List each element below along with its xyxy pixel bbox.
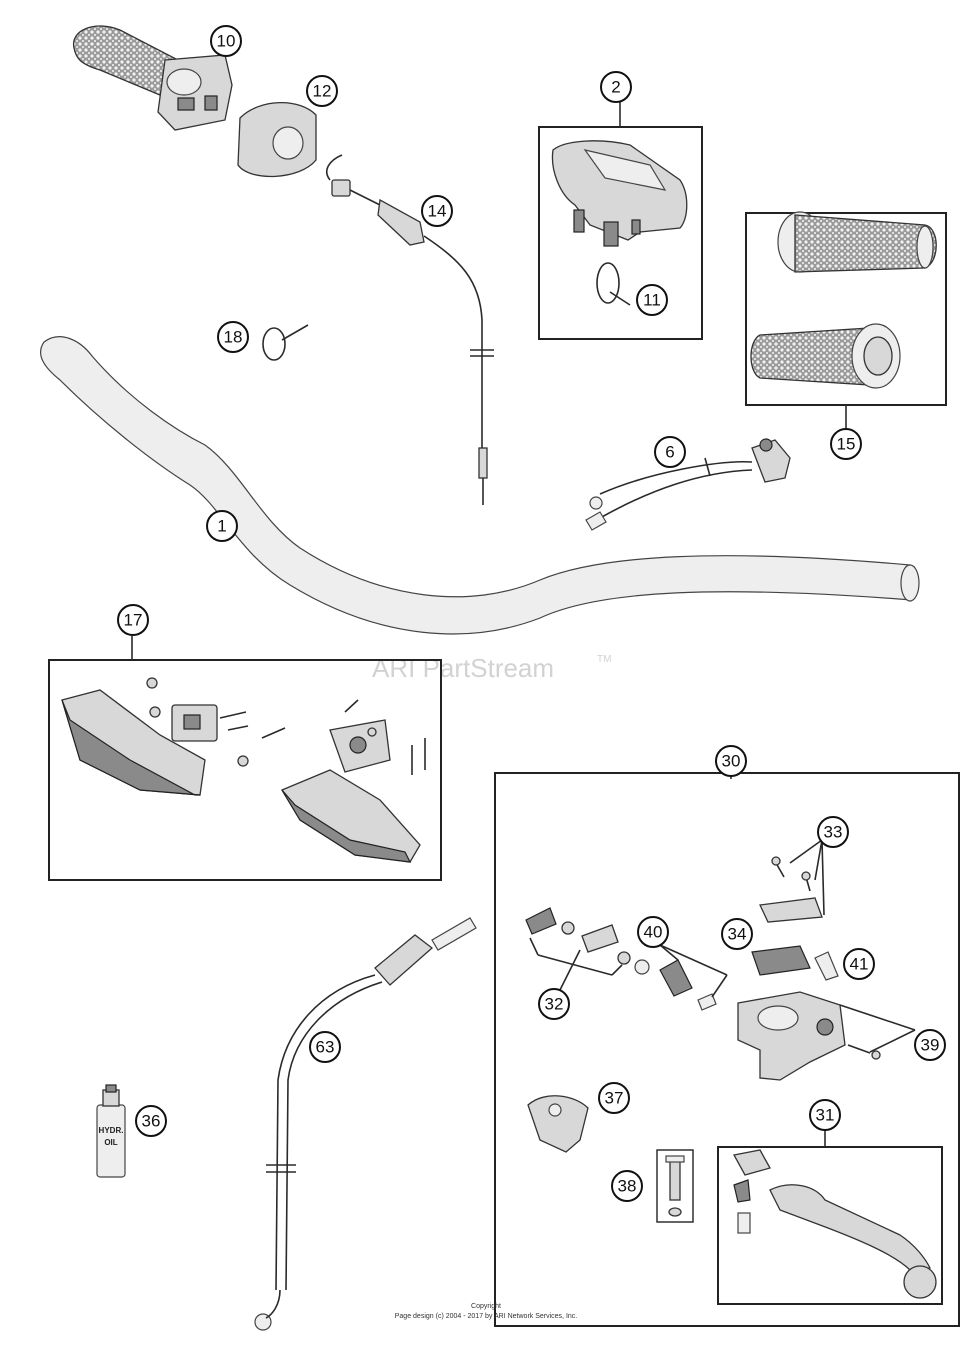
svg-text:10: 10 [217,32,236,51]
callout-33[interactable]: 33 [817,816,849,848]
copyright-footer: Copyright Page design (c) 2004 - 2017 by… [395,1303,578,1320]
handguard-mount-right[interactable] [329,699,426,775]
clutch-hose[interactable] [254,917,477,1331]
callout-63[interactable]: 63 [309,1031,341,1063]
callout-14[interactable]: 14 [421,195,453,227]
svg-text:17: 17 [124,611,143,630]
svg-text:18: 18 [224,328,243,347]
reservoir-diaphragm[interactable] [751,945,811,976]
cable-tie-pad[interactable] [596,262,631,306]
callout-10[interactable]: 10 [210,25,242,57]
svg-text:36: 36 [142,1112,161,1131]
callout-32[interactable]: 32 [538,988,570,1020]
watermark: ARI PartStream TM [372,653,611,683]
callout-12[interactable]: 12 [306,75,338,107]
svg-text:Copyright: Copyright [471,1303,501,1310]
svg-text:11: 11 [643,291,661,310]
svg-text:40: 40 [644,923,663,942]
svg-text:2: 2 [611,78,620,97]
master-cylinder-body[interactable] [737,991,846,1081]
callout-34[interactable]: 34 [721,918,753,950]
svg-text:39: 39 [921,1036,940,1055]
throttle-cable-switch[interactable] [326,154,494,505]
hydraulic-oil-bottle[interactable]: HYDR. OIL [96,1084,126,1178]
callout-18[interactable]: 18 [217,321,249,353]
svg-text:15: 15 [837,435,856,454]
svg-text:31: 31 [816,1106,835,1125]
callout-15[interactable]: 6 [654,436,686,468]
svg-text:Page design (c) 2004 - 2017 by: Page design (c) 2004 - 2017 by ARI Netwo… [395,1313,578,1320]
box-handguards [48,636,442,881]
svg-text:33: 33 [824,823,843,842]
clutch-lever[interactable] [732,1149,937,1299]
piston-kit[interactable] [525,907,650,991]
kill-switch[interactable] [585,438,791,531]
clamp-screw[interactable] [656,1149,694,1223]
svg-text:32: 32 [545,995,564,1014]
callout-36[interactable]: 36 [135,1105,167,1137]
svg-text:OIL: OIL [104,1138,117,1147]
svg-text:38: 38 [618,1177,637,1196]
handlebar-clamp[interactable] [527,1095,589,1153]
svg-text:41: 41 [850,955,869,974]
lever-adjuster[interactable] [814,951,839,981]
svg-text:14: 14 [428,202,447,221]
svg-text:TM: TM [597,654,611,665]
throttle-grip-assembly[interactable] [73,25,233,131]
callout-11[interactable]: 11 [636,284,668,316]
box-clutch-lever [717,1130,943,1305]
handguard-right[interactable] [281,769,421,863]
callout-40[interactable]: 40 [637,916,669,948]
lever-pivot-bolt[interactable] [839,1004,916,1060]
svg-text:1: 1 [217,517,226,536]
svg-text:34: 34 [728,925,747,944]
svg-text:37: 37 [605,1089,624,1108]
svg-text:30: 30 [722,752,741,771]
svg-text:ARI PartStream: ARI PartStream [372,653,554,683]
handguard-left[interactable] [61,689,206,796]
handlebar-pad[interactable] [551,140,688,247]
callout-31[interactable]: 31 [809,1099,841,1131]
svg-text:63: 63 [316,1038,335,1057]
handguard-mount-left[interactable] [146,677,286,767]
callout-37[interactable]: 37 [598,1082,630,1114]
throttle-cover[interactable] [237,101,317,178]
handlebar[interactable] [39,336,920,635]
bellows-and-pin[interactable] [659,944,728,1011]
cable-tie[interactable] [262,324,309,361]
svg-text:12: 12 [313,82,332,101]
callout-41[interactable]: 41 [843,948,875,980]
box-grip-set [745,212,947,430]
svg-text:6: 6 [665,443,674,462]
callout-2[interactable]: 2 [600,71,632,103]
box-handlebar-pad [538,102,703,340]
svg-text:HYDR.: HYDR. [99,1126,124,1135]
grip-set[interactable] [750,211,937,389]
callout-30[interactable]: 30 [715,745,747,777]
callout-6[interactable]: 17 [117,604,149,636]
reservoir-cover-screws[interactable] [759,839,825,923]
callout-17[interactable]: 15 [830,428,862,460]
callout-39[interactable]: 39 [914,1029,946,1061]
callout-38[interactable]: 38 [611,1170,643,1202]
callout-1[interactable]: 1 [206,510,238,542]
